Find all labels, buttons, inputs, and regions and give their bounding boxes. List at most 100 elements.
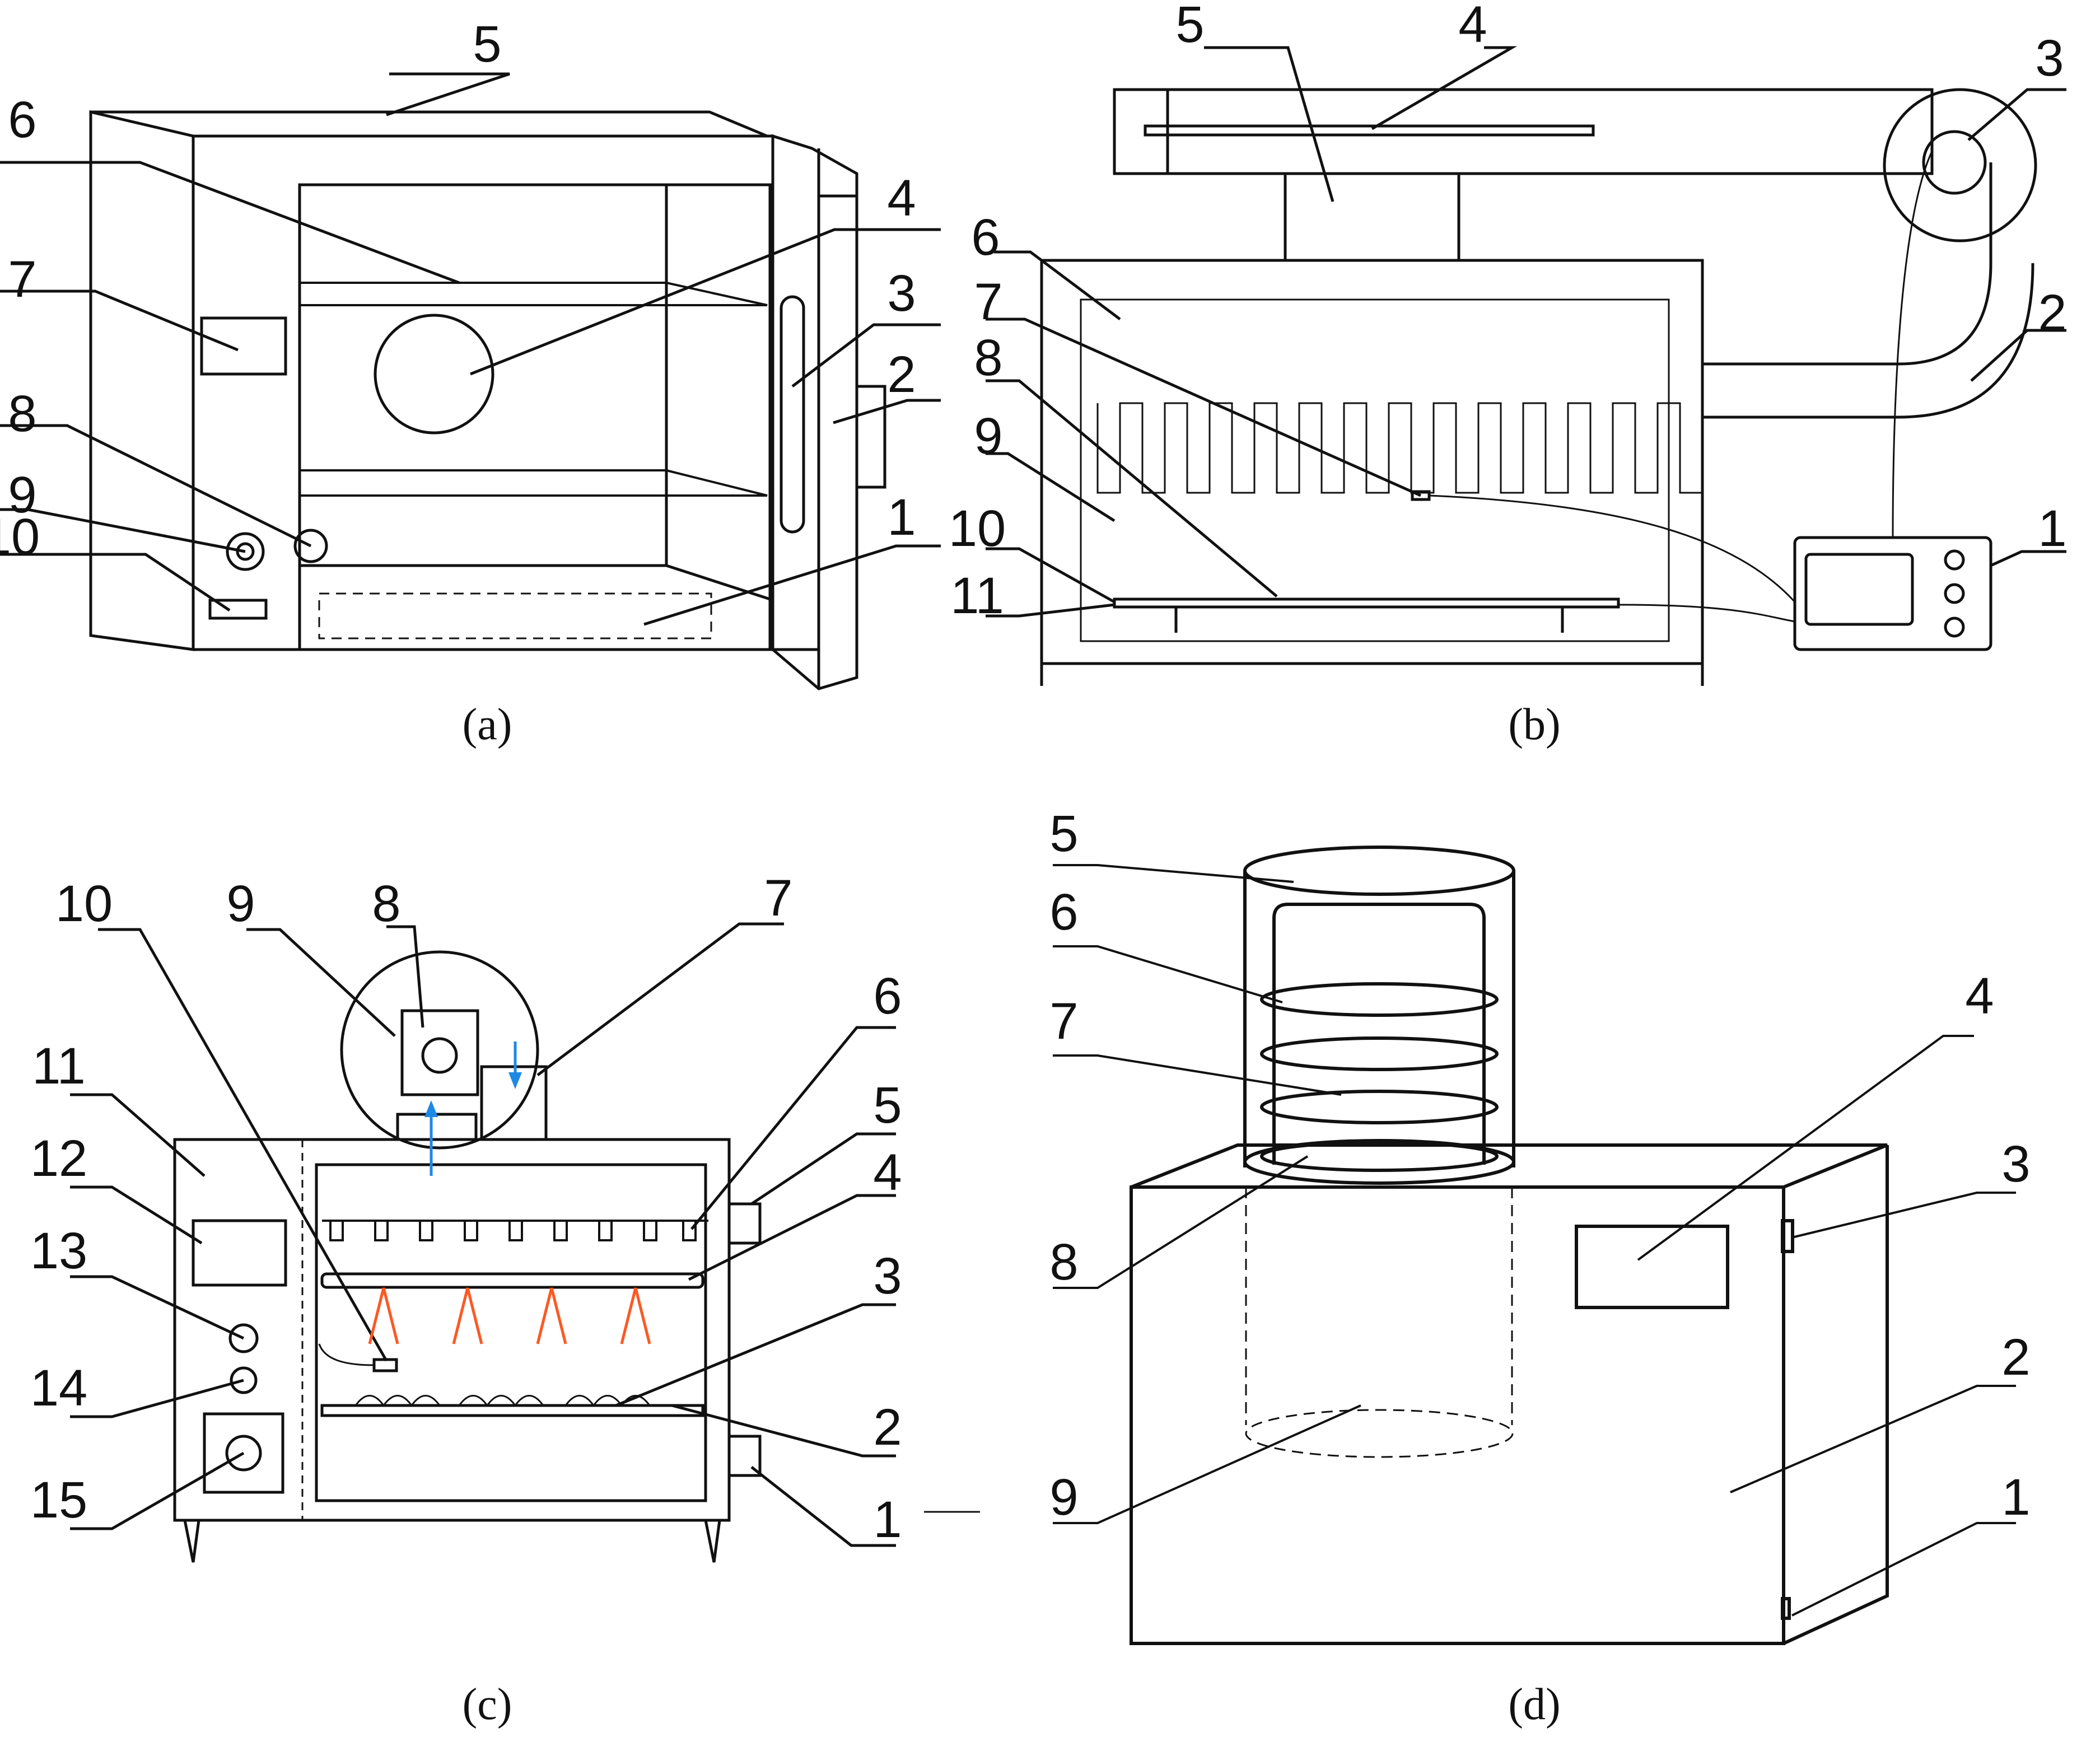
d-cabinet-top [1130, 1143, 1888, 1189]
leader-d-4 [1637, 1035, 1974, 1261]
label-b-5: 5 [1175, 0, 1204, 53]
label-c-3: 3 [873, 1248, 902, 1305]
c-dial-panel [203, 1412, 284, 1494]
leader-b-3 [1967, 88, 2066, 141]
control-display [200, 316, 287, 376]
c-knob-13 [228, 1323, 259, 1353]
leader-d-7 [1053, 1054, 1342, 1096]
label-a-9: 9 [8, 466, 36, 524]
caption-b: (b) [1508, 700, 1560, 749]
leader-d-8 [1053, 1155, 1309, 1289]
c-fan-base [396, 1113, 478, 1141]
leader-c-2 [671, 1404, 896, 1458]
d-shelf-4 [1260, 1141, 1499, 1172]
leader-a-5 [386, 72, 510, 116]
label-b-10: 10 [949, 500, 1006, 557]
leader-b-11 [986, 603, 1115, 618]
leader-c-13 [70, 1275, 245, 1340]
circulation-fan [374, 314, 494, 435]
controller-button-3 [1944, 617, 1965, 638]
leader-b-10 [986, 547, 1116, 604]
label-a-5: 5 [473, 16, 501, 73]
duct-heater [1144, 124, 1595, 137]
leader-c-8 [386, 925, 424, 1028]
controller-button-2 [1944, 583, 1965, 604]
label-c-2: 2 [873, 1399, 902, 1456]
c-infrared-rays [368, 1287, 651, 1344]
leader-a-1 [643, 544, 941, 626]
leader-c-14 [70, 1379, 244, 1418]
label-c-15: 15 [30, 1472, 87, 1529]
label-a-8: 8 [8, 385, 36, 442]
label-c-7: 7 [764, 870, 792, 927]
label-a-6: 6 [8, 91, 36, 148]
door-handle [857, 385, 886, 489]
open-door [771, 134, 858, 690]
c-heater-rod [320, 1272, 704, 1289]
c-fan-housing [340, 950, 539, 1150]
power-knob [226, 532, 265, 571]
leader-c-7 [536, 922, 784, 1076]
d-rack-frame [1272, 903, 1486, 1165]
leader-c-3 [615, 1303, 896, 1407]
label-b-9: 9 [974, 408, 1002, 465]
finned-heat-exchanger [1096, 402, 1704, 494]
label-b-4: 4 [1458, 0, 1487, 53]
leader-a-2 [833, 399, 941, 424]
label-b-1: 1 [2038, 500, 2066, 557]
leader-a-3 [791, 323, 941, 387]
leader-a-8 [0, 424, 312, 548]
upper-shelf [298, 282, 768, 306]
blower-inner [1922, 130, 1987, 195]
label-c-10: 10 [55, 875, 113, 932]
leader-d-6 [1053, 945, 1283, 1003]
duct-riser [1284, 172, 1460, 262]
leader-b-6 [994, 250, 1121, 320]
c-infrared-lamps [322, 1220, 708, 1241]
c-samples [354, 1395, 651, 1407]
d-port-3 [1781, 1219, 1794, 1253]
label-c-11: 11 [32, 1038, 86, 1095]
d-shelf-2 [1260, 1036, 1499, 1071]
return-duct [1702, 162, 2034, 419]
label-a-7: 7 [8, 251, 36, 308]
panel-captions: (a)(b)(c)(d) [463, 700, 1561, 1729]
c-display [192, 1219, 287, 1287]
label-d-8: 8 [1049, 1234, 1078, 1291]
label-d-6: 6 [1049, 884, 1078, 941]
power-knob-center [236, 542, 255, 561]
label-d-9: 9 [1049, 1469, 1078, 1526]
label-c-5: 5 [873, 1077, 902, 1134]
d-display-window [1575, 1225, 1729, 1309]
leader-d-3 [1791, 1192, 2016, 1239]
label-b-11: 11 [950, 567, 1004, 624]
label-a-1: 1 [887, 489, 916, 546]
leader-b-7 [986, 317, 1422, 497]
sample-tray [1113, 597, 1620, 609]
number-labels: 1234567891012345678910111234567891011121… [0, 0, 2067, 1548]
label-c-6: 6 [873, 968, 902, 1025]
c-airflow-down-head [508, 1072, 522, 1089]
sensor-cable [1429, 494, 1796, 603]
door-window-seal [780, 295, 805, 534]
d-cold-trap-base [1245, 1409, 1514, 1458]
power-switch [208, 599, 268, 620]
d-cabinet-side [1782, 1145, 1889, 1645]
d-cold-trap [1245, 1187, 1513, 1425]
c-sample-shelf [320, 1404, 704, 1417]
label-c-8: 8 [372, 875, 400, 932]
leader-c-10 [98, 928, 388, 1362]
d-shelf-3 [1260, 1090, 1499, 1124]
c-dial [225, 1435, 262, 1472]
leader-b-5 [1204, 46, 1334, 202]
label-d-4: 4 [1965, 968, 1994, 1025]
caption-d: (d) [1508, 1680, 1560, 1729]
label-b-2: 2 [2038, 284, 2066, 342]
blower-cable [1892, 151, 1933, 538]
c-knob-14 [230, 1366, 258, 1394]
label-b-7: 7 [974, 273, 1002, 330]
label-d-7: 7 [1049, 993, 1078, 1050]
blower-outer [1883, 88, 2037, 242]
